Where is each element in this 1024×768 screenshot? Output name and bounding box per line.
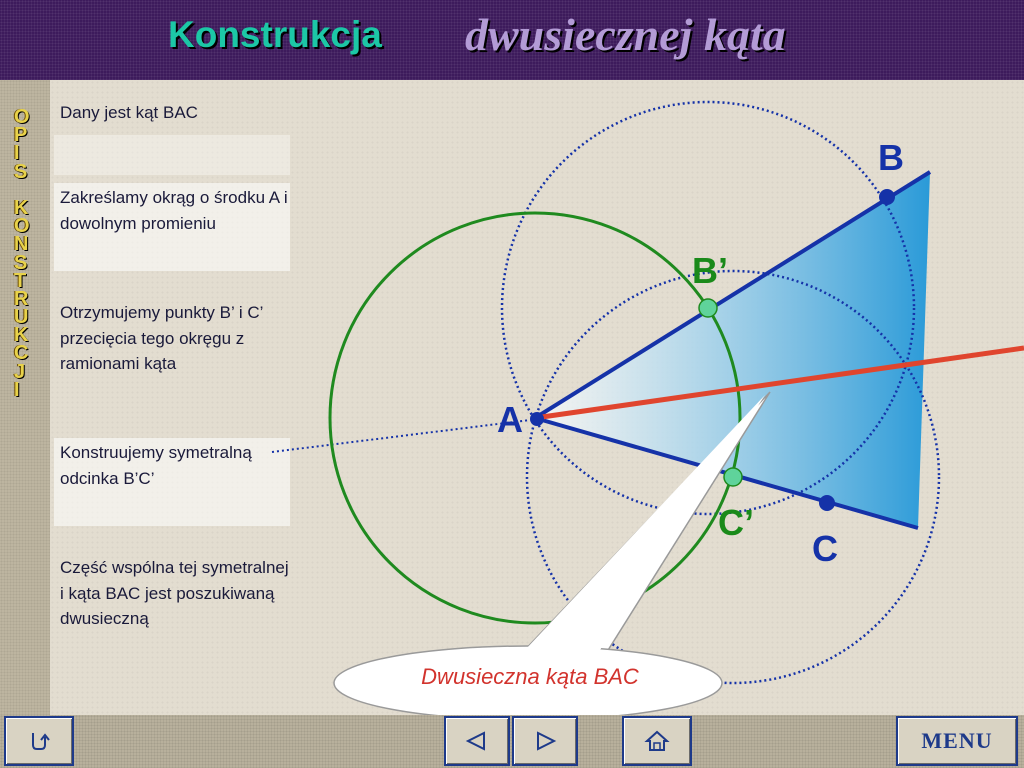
bisector-line <box>534 345 1024 421</box>
label-c-prime: C’ <box>718 502 754 543</box>
previous-button[interactable] <box>444 716 510 766</box>
point-c-prime <box>723 467 743 487</box>
triangle-right-icon <box>537 731 557 751</box>
triangle-left-icon <box>465 731 485 751</box>
sidebar-letter: U <box>14 306 29 329</box>
callout-pointer-inner <box>525 395 765 650</box>
sidebar-vertical-text: O P I S K O N S T R U K C J I <box>0 106 50 401</box>
sidebar-letter: C <box>14 342 29 365</box>
step-4-text[interactable]: Konstruujemy symetralną odcinka B’C’ <box>54 438 290 526</box>
step-5-text[interactable]: Część wspólna tej symetralnej i kąta BAC… <box>60 558 289 628</box>
sidebar-letter: R <box>14 287 29 310</box>
sidebar-letter: P <box>14 124 28 147</box>
home-icon <box>644 730 670 751</box>
back-return-button[interactable] <box>4 716 74 766</box>
sidebar-letter: S <box>14 251 28 274</box>
angle-fill <box>535 172 930 528</box>
navigation-bar: MENU <box>0 715 1024 768</box>
leader-line <box>271 419 531 453</box>
menu-label: MENU <box>921 728 993 753</box>
green-circle <box>328 211 742 625</box>
sidebar-opis-konstrukcji <box>0 80 50 715</box>
sidebar-letter: O <box>14 106 30 128</box>
arm-ab <box>533 170 932 420</box>
sidebar-letter: N <box>14 233 29 256</box>
step-2-text[interactable]: Zakreślamy okrąg o środku A i dowolnym p… <box>54 183 290 271</box>
sidebar-letter: J <box>14 360 26 383</box>
sidebar-letter: I <box>14 142 20 165</box>
sidebar-letter: O <box>14 215 30 238</box>
title-konstrukcja: Konstrukcja <box>168 14 382 55</box>
step-3-text[interactable]: Otrzymujemy punkty B’ i C’ przecięcia te… <box>60 303 263 373</box>
label-b: B <box>878 137 904 178</box>
sidebar-letter: S <box>14 160 28 183</box>
sidebar-letter: K <box>14 196 29 219</box>
home-button[interactable] <box>622 716 692 766</box>
step-1-text[interactable]: Dany jest kąt BAC <box>60 103 198 122</box>
point-b-prime <box>698 298 718 318</box>
sidebar-letter: I <box>14 378 20 401</box>
title-dwusiecznej-kata: dwusiecznej kąta <box>465 9 786 60</box>
step-spacer <box>54 135 290 175</box>
label-b-prime: B’ <box>692 250 728 291</box>
return-arrow-icon <box>32 733 50 750</box>
label-a: A <box>497 399 523 440</box>
label-c: C <box>812 528 838 569</box>
sidebar-letter: T <box>14 269 27 292</box>
point-a <box>530 412 544 426</box>
callout-label: Dwusieczna kąta BAC <box>421 664 639 689</box>
next-button[interactable] <box>512 716 578 766</box>
point-b <box>879 189 895 205</box>
menu-button[interactable]: MENU <box>896 716 1018 766</box>
point-c <box>819 495 835 511</box>
dotted-circle-c-prime <box>525 269 941 685</box>
dotted-circle-b-prime <box>500 100 916 516</box>
sidebar-letter: K <box>14 324 29 347</box>
title-bar: Konstrukcja dwusiecznej kąta <box>0 0 1024 80</box>
